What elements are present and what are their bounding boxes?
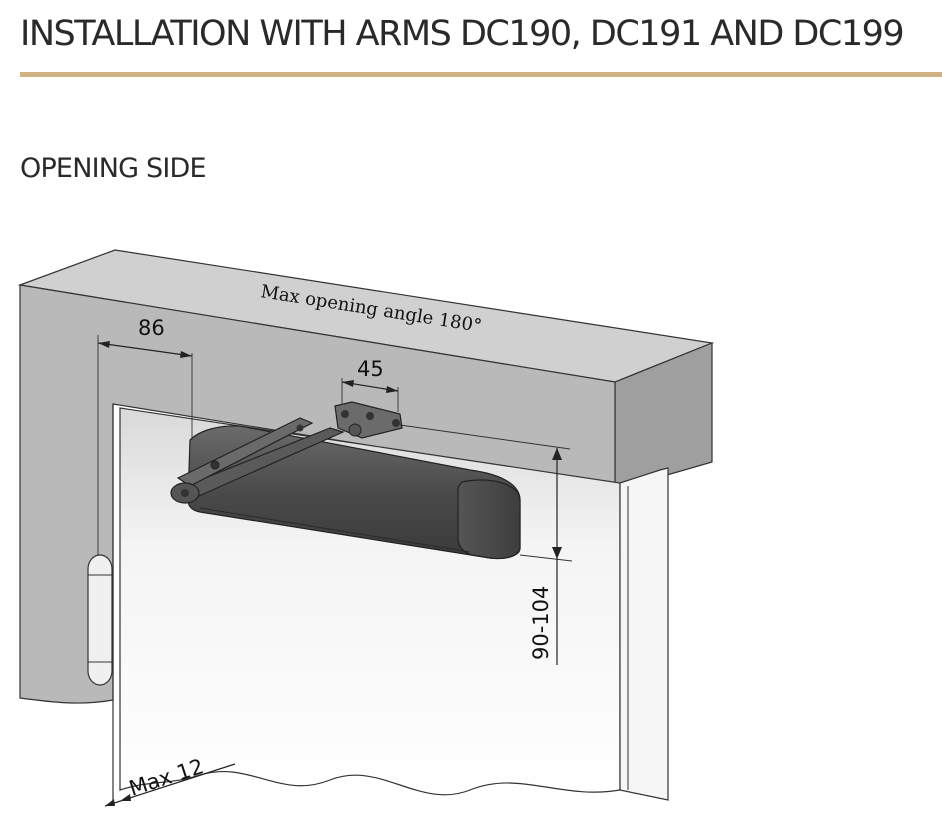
accent-divider: [20, 72, 942, 77]
mounting-bracket-icon: [334, 401, 403, 439]
closer-end-cap: [457, 479, 521, 560]
dimension-height-range: [399, 424, 573, 665]
door-edge: [619, 467, 669, 801]
dimension-max-gap: [104, 763, 236, 807]
section-subtitle: OPENING SIDE: [20, 153, 207, 184]
dimension-label-height-range: 90-104: [529, 586, 553, 660]
closer-arm-icon: [170, 417, 345, 504]
dimension-label-bracket-width: 45: [357, 357, 384, 381]
dimension-label-hinge-offset: 86: [138, 316, 165, 340]
door-frame: [17, 249, 715, 704]
page-title: INSTALLATION WITH ARMS DC190, DC191 AND …: [20, 14, 905, 54]
dimension-bracket-width: [341, 378, 399, 412]
dimension-hinge-offset: [97, 335, 193, 555]
hinge-icon: [87, 554, 113, 686]
